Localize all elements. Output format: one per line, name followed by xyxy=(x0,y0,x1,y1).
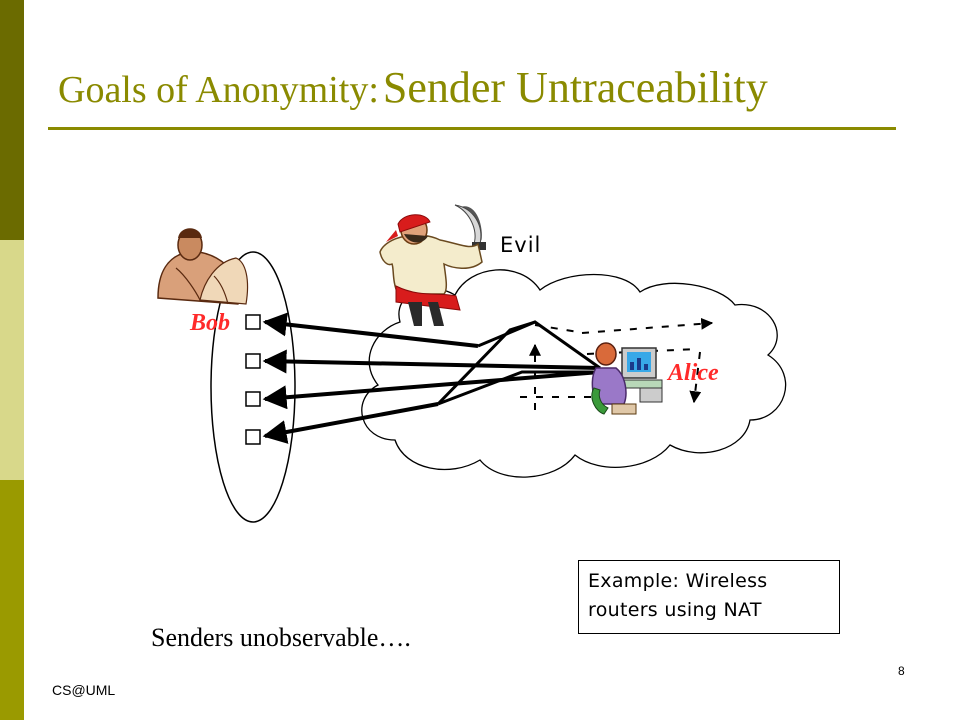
label-alice: Alice xyxy=(668,360,719,386)
title-part-2: Sender Untraceability xyxy=(382,63,768,112)
title-part-1: Goals of Anonymity: xyxy=(58,69,379,111)
arrow-to-sender-3 xyxy=(262,370,601,410)
page-number: 8 xyxy=(898,664,905,678)
example-line-2: routers using NAT xyxy=(588,599,762,621)
arrow-to-sender-4 xyxy=(262,402,439,444)
arrow-to-sender-1 xyxy=(262,312,479,348)
pirate-evil-clipart-icon xyxy=(379,204,486,326)
label-evil: Evil xyxy=(500,233,542,257)
sender-box-4 xyxy=(245,429,261,445)
sidebar-band-middle xyxy=(0,240,24,480)
example-line-1: Example: Wireless xyxy=(588,570,768,592)
sidebar xyxy=(0,0,24,720)
sender-box-3 xyxy=(245,391,261,407)
label-bob: Bob xyxy=(190,310,231,336)
slide-caption: Senders unobservable…. xyxy=(151,623,411,652)
sidebar-band-top xyxy=(0,0,24,240)
slide-title: Goals of Anonymity: Sender Untraceabilit… xyxy=(58,62,768,113)
sender-set-ellipse xyxy=(210,251,296,523)
title-underline xyxy=(48,127,896,130)
example-callout: Example: Wireless routers using NAT xyxy=(578,560,840,634)
sender-box-2 xyxy=(245,353,261,369)
footer-course-label: CS@UML xyxy=(52,682,116,698)
bob-clipart-icon xyxy=(157,228,249,305)
alice-computer-clipart-icon xyxy=(591,342,663,415)
internal-routes xyxy=(436,320,601,406)
arrow-to-sender-2 xyxy=(262,349,601,374)
sender-box-1 xyxy=(245,314,261,330)
network-cloud xyxy=(361,269,787,478)
sender-arrows xyxy=(262,312,601,444)
sidebar-band-bottom xyxy=(0,480,24,720)
